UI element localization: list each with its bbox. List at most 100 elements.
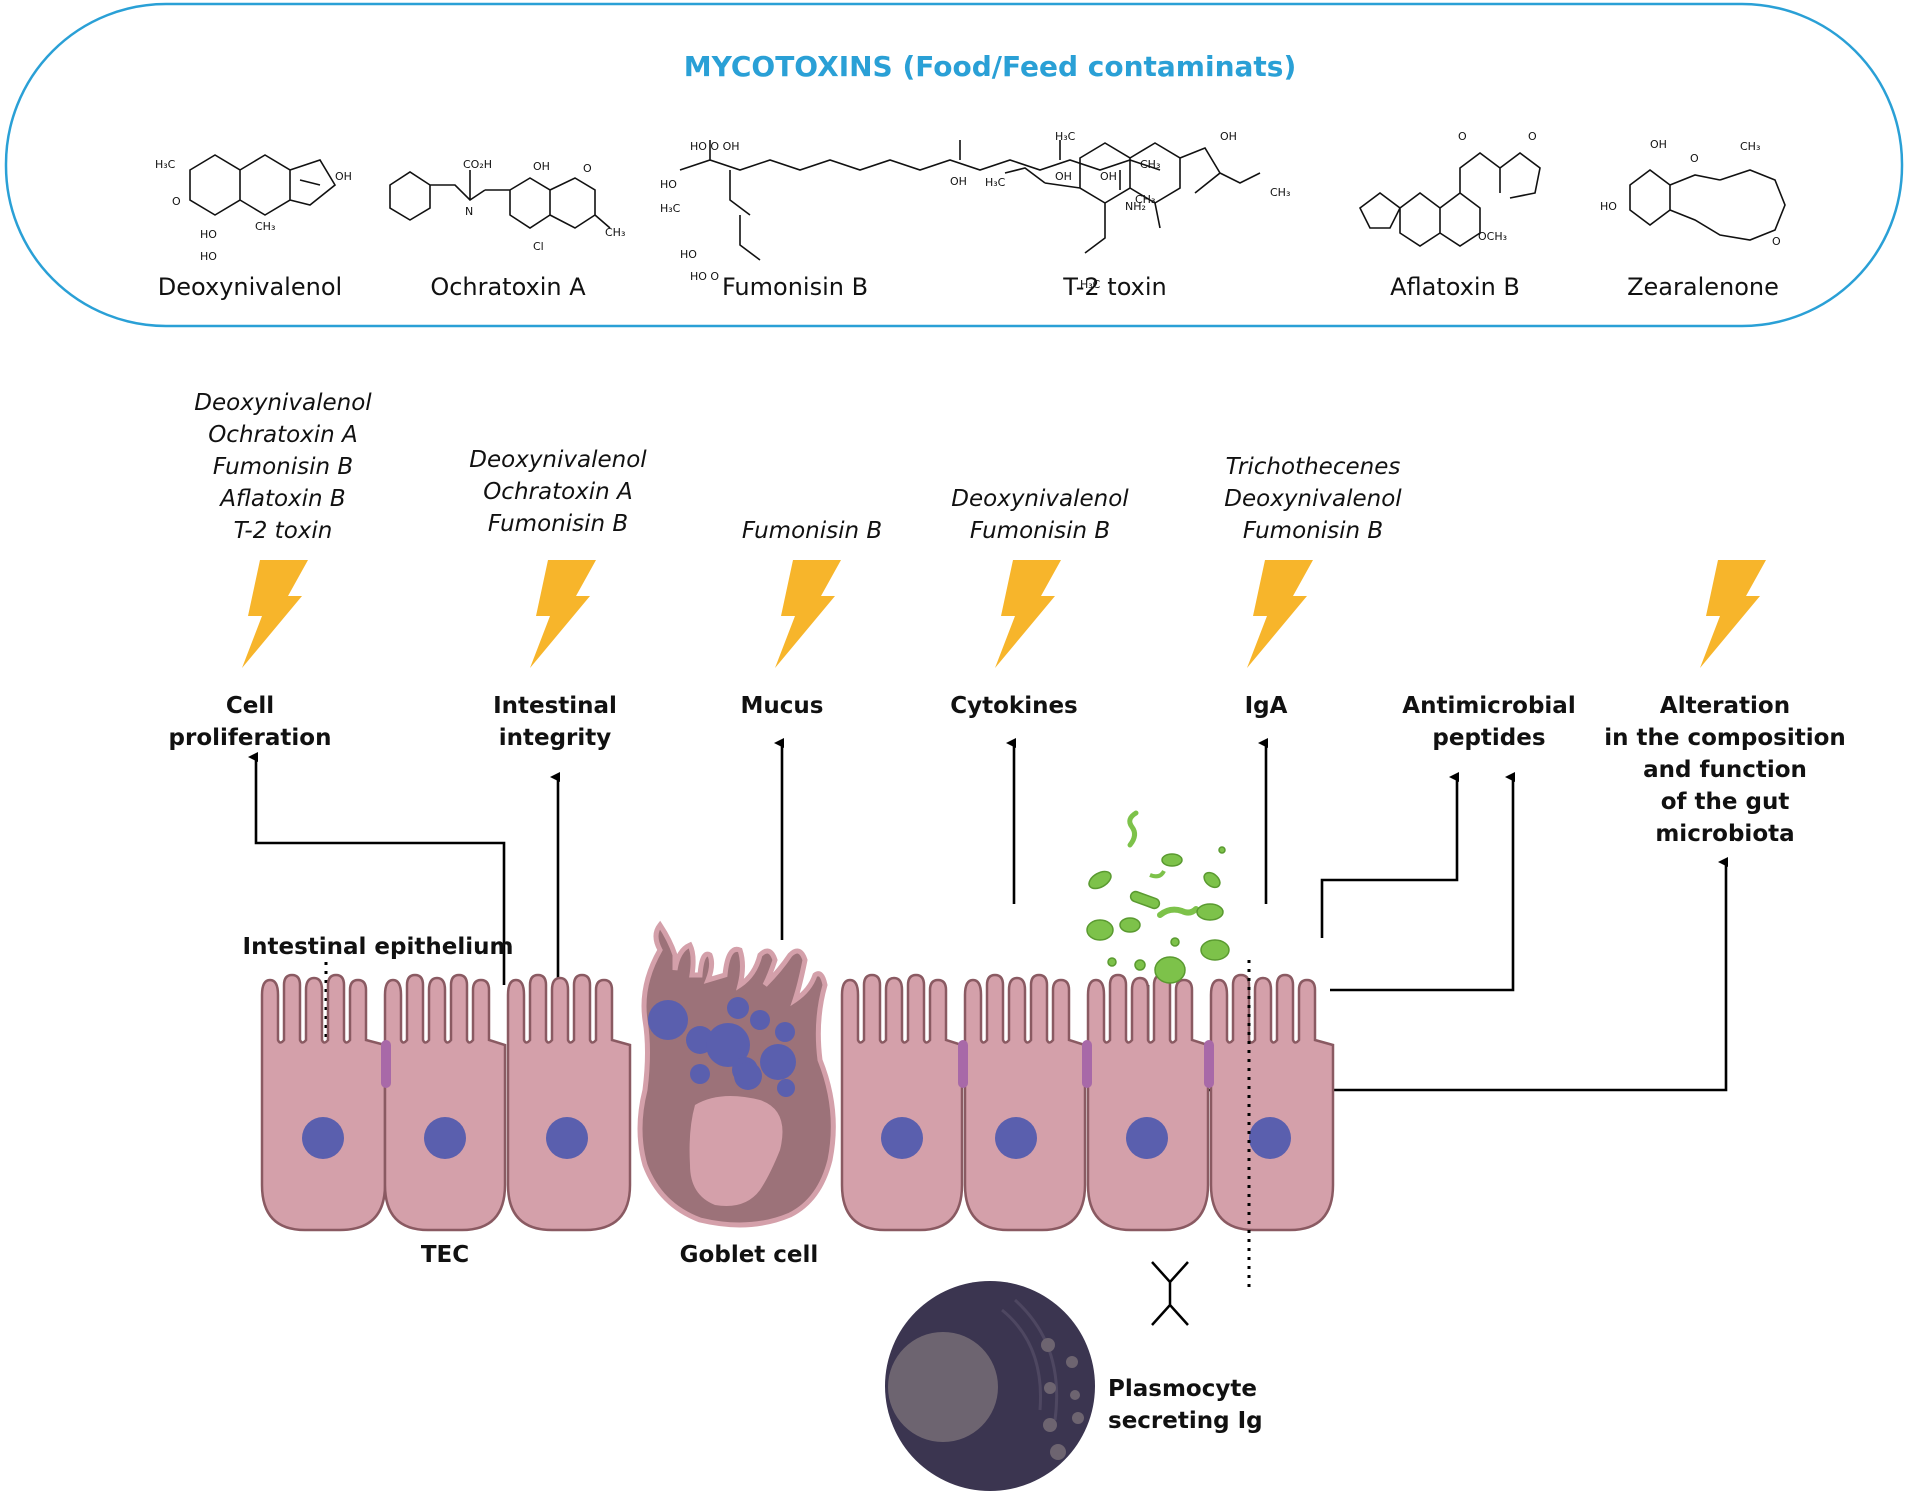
epithelial-cell (1082, 973, 1210, 1232)
fumonisin-b-structure: HO O OH HO H₃C HO HO O OH OH OH CH₃ NH₂ (660, 140, 1160, 283)
svg-text:OH: OH (533, 160, 550, 173)
toxin-label: Fumonisin B (970, 518, 1110, 544)
t2-toxin-structure: H₃C H₃C OH CH₃ H₃C CH₃ (985, 130, 1290, 291)
arrow-antimicrobial-1 (1320, 772, 1459, 938)
svg-text:HO O OH: HO O OH (690, 140, 740, 153)
arrow-cell-proliferation (248, 752, 506, 985)
toxins-cell-proliferation: Deoxynivalenol Ochratoxin A Fumonisin B … (194, 390, 372, 544)
bacterium-icon (1154, 956, 1186, 984)
toxin-label: Fumonisin B (1243, 518, 1383, 544)
effect-cell-proliferation: Cell (226, 693, 274, 719)
bacterium-icon (1161, 853, 1183, 867)
svg-text:H₃C: H₃C (1055, 130, 1076, 143)
panel-title: MYCOTOXINS (Food/Feed contaminats) (684, 50, 1297, 83)
antibody-icon (1151, 1261, 1189, 1326)
effect-microbiota-2: in the composition (1604, 725, 1846, 751)
bacterium-icon (1088, 870, 1112, 890)
svg-text:O: O (1528, 130, 1537, 143)
effect-antimicrobial-peptides: Antimicrobial (1402, 693, 1575, 719)
svg-text:CH₃: CH₃ (605, 226, 625, 239)
svg-text:HO: HO (680, 248, 697, 261)
arrow-antimicrobial-2 (1330, 772, 1515, 992)
svg-text:OH: OH (1100, 170, 1117, 183)
toxin-label: Ochratoxin A (483, 479, 633, 505)
toxins-intestinal-integrity: Deoxynivalenol Ochratoxin A Fumonisin B (469, 447, 647, 537)
lightning-icon (995, 560, 1061, 668)
lightning-icon (775, 560, 841, 668)
deoxynivalenol-structure: H₃C O OH HO HO CH₃ (155, 154, 352, 263)
effect-cell-proliferation-2: proliferation (169, 725, 332, 751)
toxin-label: Ochratoxin A (208, 422, 358, 448)
bacterium-icon (1170, 937, 1180, 947)
molecule-name-ochratoxin-a: Ochratoxin A (430, 273, 586, 301)
svg-text:NH₂: NH₂ (1125, 200, 1146, 213)
effect-mucus: Mucus (741, 693, 824, 719)
tec-label: TEC (421, 1242, 469, 1268)
epithelial-cells-left (260, 973, 632, 1232)
svg-text:OH: OH (1055, 170, 1072, 183)
svg-text:CH₃: CH₃ (1135, 193, 1155, 206)
epithelial-cell (958, 973, 1087, 1232)
effect-intestinal-integrity: Intestinal (493, 693, 617, 719)
lightning-bolts (242, 560, 1766, 668)
effect-intestinal-integrity-2: integrity (499, 725, 612, 751)
svg-text:CH₃: CH₃ (1740, 140, 1760, 153)
lightning-icon (1700, 560, 1766, 668)
goblet-cell-label: Goblet cell (680, 1242, 819, 1268)
bacterium-icon (1149, 869, 1166, 879)
toxin-label: Fumonisin B (742, 518, 882, 544)
svg-text:O: O (172, 195, 181, 208)
toxin-label: Deoxynivalenol (469, 447, 647, 473)
toxins-mucus: Fumonisin B (742, 518, 882, 544)
toxins-cytokines: Deoxynivalenol Fumonisin B (951, 486, 1129, 544)
svg-text:H₃C: H₃C (985, 176, 1006, 189)
effect-antimicrobial-peptides-2: peptides (1432, 725, 1545, 751)
molecule-name-aflatoxin-b: Aflatoxin B (1390, 273, 1520, 301)
svg-text:HO O: HO O (690, 270, 719, 283)
svg-text:OH: OH (335, 170, 352, 183)
ochratoxin-a-structure: CO₂H N OH O Cl CH₃ (389, 158, 625, 253)
effect-iga: IgA (1245, 693, 1288, 719)
zearalenone-structure: OH O CH₃ HO O (1600, 138, 1786, 248)
toxin-label: Trichothecenes (1226, 454, 1401, 480)
lightning-icon (242, 560, 308, 668)
svg-text:H₃C: H₃C (660, 202, 681, 215)
svg-text:CH₃: CH₃ (1140, 158, 1160, 171)
svg-text:OH: OH (950, 175, 967, 188)
bacterium-icon (1200, 939, 1230, 961)
svg-text:O: O (1690, 152, 1699, 165)
svg-text:HO: HO (660, 178, 677, 191)
molecule-name-zearalenone: Zearalenone (1627, 273, 1779, 301)
mycotoxin-panel-frame (4, 2, 1904, 328)
svg-text:O: O (583, 162, 592, 175)
bacterium-icon (1157, 906, 1199, 918)
bacterium-icon (1129, 890, 1161, 910)
toxin-label: Deoxynivalenol (194, 390, 372, 416)
svg-text:CO₂H: CO₂H (463, 158, 492, 171)
epithelial-cell (260, 973, 387, 1232)
effect-cytokines: Cytokines (950, 693, 1078, 719)
toxin-label: Deoxynivalenol (1224, 486, 1402, 512)
epithelial-cell (840, 973, 964, 1232)
bacterium-icon (1203, 871, 1221, 889)
plasmocyte-label-2: secreting Ig (1108, 1408, 1263, 1434)
bacterium-icon (1086, 919, 1114, 941)
toxin-label: Aflatoxin B (218, 486, 345, 512)
toxin-label: T-2 toxin (234, 518, 333, 544)
svg-text:OH: OH (1650, 138, 1667, 151)
bacterium-icon (1134, 959, 1146, 971)
toxin-label: Deoxynivalenol (951, 486, 1129, 512)
toxin-label: Fumonisin B (488, 511, 628, 537)
svg-text:O: O (1458, 130, 1467, 143)
intestinal-epithelium-label: Intestinal epithelium (243, 934, 514, 960)
lightning-icon (530, 560, 596, 668)
bacterium-icon (1196, 903, 1224, 921)
svg-text:O: O (1772, 235, 1781, 248)
effect-microbiota: Alteration (1660, 693, 1790, 719)
svg-text:H₃C: H₃C (1080, 278, 1101, 291)
svg-text:N: N (465, 205, 473, 218)
svg-text:CH₃: CH₃ (255, 220, 275, 233)
molecule-name-deoxynivalenol: Deoxynivalenol (158, 273, 342, 301)
svg-text:H₃C: H₃C (155, 158, 176, 171)
